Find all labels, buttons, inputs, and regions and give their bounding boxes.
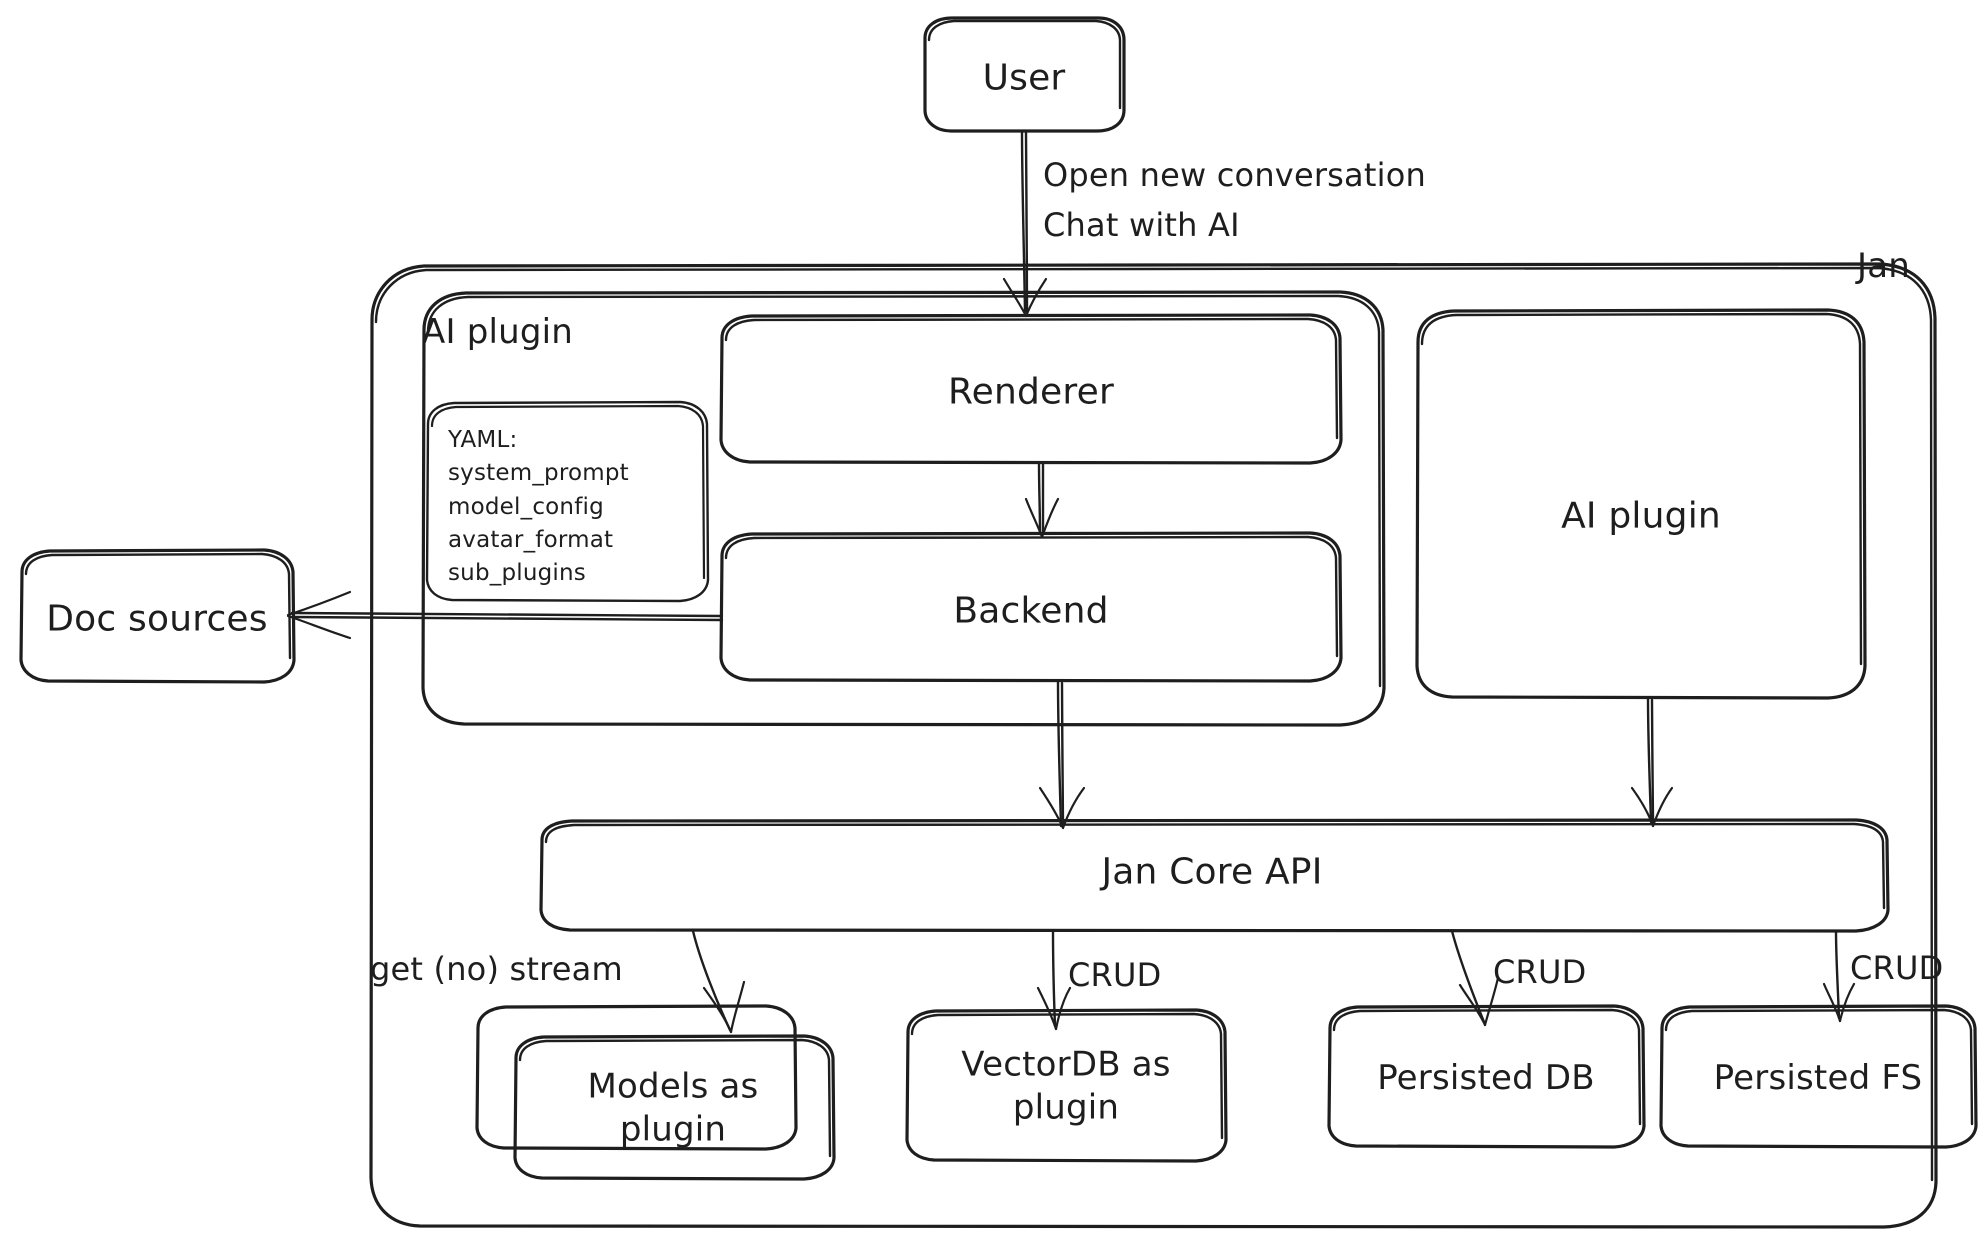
node-label-vectordb-plugin[interactable]: VectorDB as plugin (961, 1044, 1171, 1128)
node-models-plugin-outline (475, 1004, 836, 1181)
edge-jan-core-to-vectordb (1036, 929, 1072, 1031)
edge-backend-to-jan-core-api (1038, 679, 1086, 830)
edge-label-crud-persisted-fs: CRUD (1850, 949, 1944, 987)
node-backend-outline (719, 531, 1343, 683)
edge-ai-plugin-to-jan-core-api (1630, 696, 1674, 828)
edge-label-open-new-conversation: Open new conversation (1043, 156, 1426, 194)
node-user-outline (923, 16, 1126, 133)
edge-label-crud-vectordb: CRUD (1068, 956, 1162, 994)
container-label-jan: Jan (1857, 246, 1911, 286)
node-label-persisted-fs[interactable]: Persisted FS (1713, 1057, 1923, 1098)
edge-label-get-no-stream: get (no) stream (370, 950, 623, 988)
node-label-renderer[interactable]: Renderer (948, 371, 1114, 413)
node-doc-sources-outline (19, 548, 296, 684)
node-ai-plugin-outline (1415, 308, 1867, 700)
edge-backend-to-doc-sources (286, 590, 724, 640)
node-label-models-plugin[interactable]: Models as plugin (587, 1066, 759, 1150)
yaml-note-text: YAML: system_prompt model_config avatar_… (448, 427, 629, 587)
edge-jan-core-to-models (691, 929, 746, 1034)
edge-label-crud-persisted-db: CRUD (1493, 953, 1587, 991)
container-label-ai-plugin-group: AI plugin (422, 312, 574, 352)
node-label-ai-plugin[interactable]: AI plugin (1561, 495, 1721, 537)
yaml-note-outline (425, 400, 710, 603)
node-persisted-db-outline (1327, 1004, 1646, 1149)
edge-jan-core-to-persisted-db (1450, 929, 1500, 1027)
node-renderer-outline (719, 313, 1343, 465)
node-vectordb-plugin-outline (905, 1008, 1228, 1163)
edge-renderer-to-backend (1024, 461, 1060, 539)
container-jan-outline (369, 262, 1938, 1229)
node-label-user[interactable]: User (982, 57, 1066, 99)
node-persisted-fs-outline (1659, 1004, 1978, 1149)
node-label-persisted-db[interactable]: Persisted DB (1377, 1057, 1595, 1098)
container-ai-plugin-group-outline (421, 290, 1386, 727)
node-label-doc-sources[interactable]: Doc sources (46, 598, 268, 640)
edge-user-to-renderer (1002, 129, 1048, 318)
node-label-backend[interactable]: Backend (953, 590, 1109, 632)
edge-label-chat-with-ai: Chat with AI (1043, 206, 1240, 244)
node-jan-core-api-outline (539, 818, 1890, 933)
node-label-jan-core-api[interactable]: Jan Core API (1101, 851, 1323, 893)
